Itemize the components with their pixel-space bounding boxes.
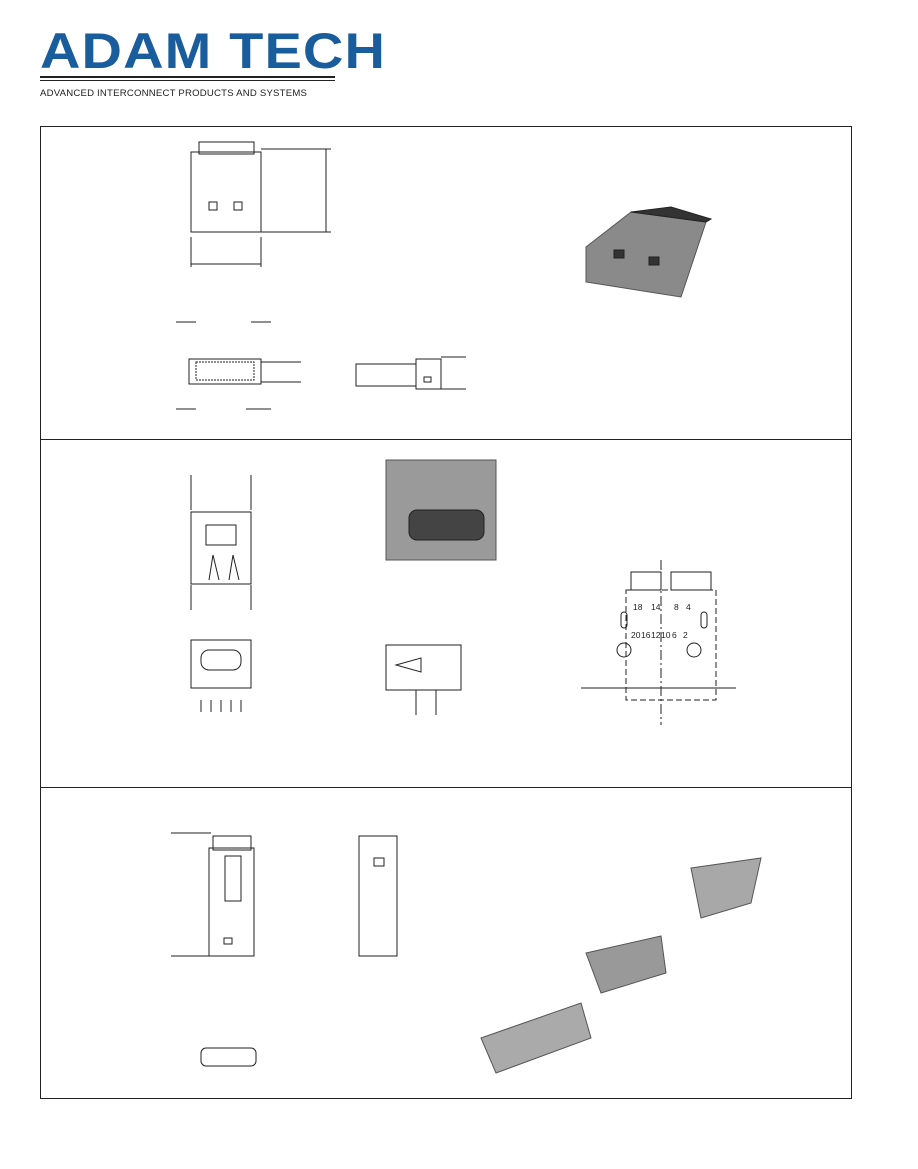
right-angle-drawings: 18 14 8 4 20 16 12 10 6 2 (190, 459, 736, 725)
plug-drawings (171, 832, 762, 1074)
panel-plug (41, 788, 851, 1098)
tagline: ADVANCED INTERCONNECT PRODUCTS AND SYSTE… (40, 88, 308, 99)
brand-name: ADAM TECH (40, 23, 387, 79)
company-logo: ADAM TECH ADVANCED INTERCONNECT PRODUCTS… (40, 26, 385, 99)
pin-label: 14 (651, 602, 661, 612)
pin-label: 18 (633, 602, 643, 612)
pin-label: 10 (661, 630, 671, 640)
receptacle-drawings (176, 141, 713, 410)
drawing-frame: 18 14 8 4 20 16 12 10 6 2 (40, 126, 852, 1099)
pin-label: 16 (641, 630, 651, 640)
pin-label: 6 (672, 630, 677, 640)
pin-label: 12 (651, 630, 661, 640)
logo-rule (40, 76, 335, 78)
logo-rule (40, 80, 335, 81)
pin-label: 2 (683, 630, 688, 640)
panel-receptacle-right-angle: 18 14 8 4 20 16 12 10 6 2 (41, 440, 851, 788)
panel-receptacle-smt (41, 127, 851, 440)
pin-label: 8 (674, 602, 679, 612)
pin-label: 20 (631, 630, 641, 640)
pin-label: 4 (686, 602, 691, 612)
